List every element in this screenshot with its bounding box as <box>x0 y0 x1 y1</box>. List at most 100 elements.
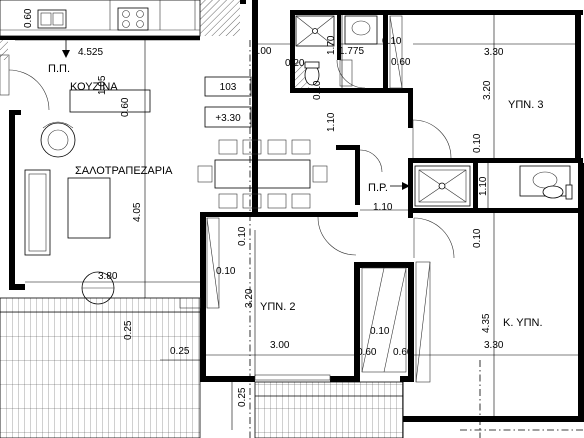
wall-b2-bottom-right <box>330 376 360 382</box>
door-swing-b2 <box>317 216 357 256</box>
hatch-bath <box>295 62 309 88</box>
room-label-bedroom2: ΥΠΝ. 2 <box>260 301 295 313</box>
sink-icon <box>37 9 67 29</box>
dim-ver-h: 0.25 <box>170 346 190 357</box>
kitchen-island <box>69 89 151 113</box>
dim-mid-r: 0.60 <box>393 347 413 358</box>
dim-kitchen-width: 4.525 <box>78 47 103 58</box>
dim-kitchen-v2: 1.05 <box>97 75 108 95</box>
dim-b2-w: 3.00 <box>270 340 290 351</box>
wall-bath-left <box>290 10 295 92</box>
wall-b2-top <box>200 212 358 217</box>
dim-corr-v1: 0.10 <box>312 80 323 100</box>
wall-bath-split <box>337 10 341 60</box>
dim-master-v: 4.35 <box>481 313 492 333</box>
window-living <box>179 297 201 309</box>
dim-wc-w: 1.10 <box>373 202 393 213</box>
washbasin-left-icon <box>344 15 378 45</box>
wall-corridor-right <box>408 88 413 128</box>
door-swing-master <box>413 217 455 259</box>
dim-b2-v1: 0.10 <box>237 226 248 246</box>
level-box <box>204 106 252 128</box>
window-b2 <box>254 374 331 381</box>
dim-corr-v2: 1.10 <box>326 112 337 132</box>
kitchen-window <box>0 54 10 96</box>
wardrobe-master <box>415 261 431 383</box>
dim-b2-v: 3.20 <box>244 288 255 308</box>
wall-b3-right <box>575 15 581 158</box>
dim-bath-top-v: 1.70 <box>326 35 337 55</box>
shower-left-icon <box>295 15 335 47</box>
coffee-table <box>67 177 111 239</box>
dim-bath-r2: 0.60 <box>391 57 411 68</box>
wall-right-bath <box>578 163 584 213</box>
wardrobe-b2 <box>206 217 220 309</box>
dining-table <box>197 139 328 209</box>
dim-b3-w: 3.30 <box>484 47 504 58</box>
dim-living-v: 4.05 <box>132 202 143 222</box>
room-label-living: ΣΑΛΟΤΡΑΠΕΖΑΡΙΑ <box>75 165 173 177</box>
room-label-wc-left: Π.Π. <box>48 63 70 75</box>
arrow-down-icon <box>62 50 70 58</box>
wall-b3-bottom <box>413 158 583 163</box>
dim-b3-v2: 0.10 <box>472 133 483 153</box>
hatch-kitchen-right <box>200 0 240 36</box>
arrow-right-icon <box>402 182 410 190</box>
hatch-left <box>0 40 8 60</box>
dim-living-w: 3.80 <box>98 271 118 282</box>
wall-master-right <box>578 213 584 416</box>
wall-master-top <box>413 208 583 213</box>
dim-master-v1: 0.10 <box>472 228 483 248</box>
wall-living-bottom-stub <box>15 284 25 290</box>
apartment-number-box <box>204 76 252 97</box>
door-swing-kitchen <box>8 69 50 111</box>
dim-bath-top-w: 1.00 <box>252 46 272 57</box>
wall-b2-right <box>354 262 360 382</box>
wall-b3-top <box>383 10 583 15</box>
room-label-bedroom3: ΥΠΝ. 3 <box>508 99 543 111</box>
wall-kitchen-top <box>0 36 200 40</box>
dim-bath-r1: 0.10 <box>382 36 402 47</box>
wardrobe-mid <box>361 267 407 373</box>
apartment-number: 103 <box>220 82 237 93</box>
wall-shower-right <box>473 163 478 211</box>
dimension-lines <box>15 15 578 430</box>
wall-living-left-cap <box>9 110 21 115</box>
dim-ver-v2: 0.25 <box>237 387 248 407</box>
dim-b2-h1: 0.10 <box>216 266 236 277</box>
wall-central <box>252 0 258 215</box>
armchair-icon <box>40 121 76 158</box>
walls <box>0 0 584 422</box>
dim-kitchen-v3: 0.60 <box>120 97 131 117</box>
toilet-left-icon <box>304 61 320 86</box>
wall-living-left <box>9 110 15 290</box>
door-swing-bath <box>336 59 366 89</box>
dim-master-w: 3.30 <box>484 340 504 351</box>
dim-bath-v: 0.20 <box>285 58 305 69</box>
wall-corridor-top <box>290 88 410 93</box>
room-label-wc-right: Π.Ρ. <box>368 182 388 194</box>
veranda-left <box>0 297 201 438</box>
cooktop-icon <box>117 7 149 31</box>
wall-wc-right <box>408 158 413 218</box>
room-label-kitchen: ΚΟΥΖΙΝΑ <box>70 81 118 93</box>
wall-master-left <box>408 262 414 382</box>
wall-master-cap <box>400 376 414 382</box>
wall-master-bottom <box>403 416 584 422</box>
wall-b2-bottom-left <box>200 376 255 382</box>
wall-bath-right <box>383 10 388 90</box>
wall-wc-top <box>336 145 360 150</box>
level-value: +3.30 <box>215 113 241 124</box>
dim-ver-v: 0.25 <box>123 320 134 340</box>
door-swing-b3 <box>412 119 452 159</box>
dim-right-v1: 1.10 <box>478 176 489 196</box>
wall-b2-left <box>200 212 206 382</box>
dim-bath-w: 1.775 <box>339 46 364 57</box>
veranda-right <box>254 381 404 438</box>
wall-mid-top <box>354 262 414 268</box>
dim-kitchen-v1: 0.60 <box>23 8 34 28</box>
kitchen-counter <box>0 0 201 37</box>
wall-wc-left <box>355 145 360 205</box>
dim-b3-v: 3.20 <box>482 80 493 100</box>
